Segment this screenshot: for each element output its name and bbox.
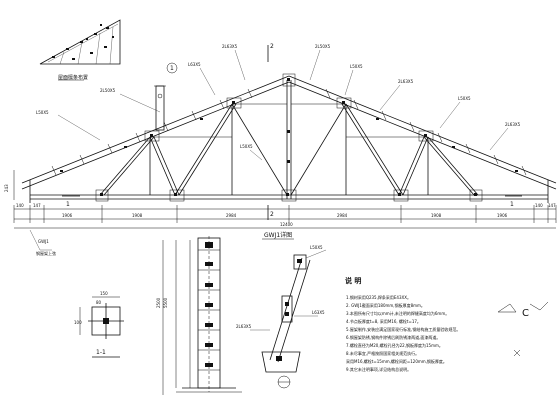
section-mark-1-left: 1 (66, 201, 70, 208)
dim-seg-2: 1908 (132, 213, 143, 218)
weld-symbol-letter: C (522, 308, 529, 319)
section-mark-1-right: 1 (510, 201, 514, 208)
member-label-1: L50X5 (36, 110, 49, 115)
dim-seg-1: 1906 (62, 213, 73, 218)
dim-small-3: 140 (535, 203, 543, 208)
notes-block: 说 明 1.钢材采用Q235,焊条采用E43XX。 2. GWJ1截面采用180… (345, 276, 460, 372)
note-line-3: 3.本图所有尺寸均以mm计,未注明的焊缝高度均为6mm。 (346, 310, 449, 316)
note-line-10: 9.其它未注明事项,详见结构总说明。 (346, 366, 411, 372)
note-line-1: 1.钢材采用Q235,焊条采用E43XX。 (346, 294, 411, 300)
dim-small-1: 140 (16, 203, 24, 208)
column-detail: 2500 5500 (156, 236, 242, 395)
dim-small-4: 147 (548, 203, 556, 208)
dim-small-2: 147 (33, 203, 41, 208)
sec11-dim-1: 150 (100, 291, 108, 296)
dim-seg-3: 2984 (226, 213, 237, 218)
column-dim-2: 5500 (163, 297, 168, 308)
roof-inset: 屋面檩条布置 (39, 19, 121, 81)
member-label-10: L50X5 (240, 144, 253, 149)
weld-symbol: C (497, 301, 549, 357)
dim-total-span: 12400 (280, 222, 293, 227)
main-truss: L50X5 2L63X5 2L50X5 L50X5 2L63X5 L63X5 2… (21, 43, 557, 220)
member-label-9: 2L63X5 (505, 122, 521, 127)
sec11-label: 1-1 (96, 349, 106, 356)
section-mark-2-bottom: 2 (270, 211, 274, 218)
notes-title: 说 明 (345, 276, 361, 285)
note-line-4: 4.节点板厚度t=8, 采用M16, 螺栓t=17。 (346, 318, 421, 324)
dimension-lines: 243 140 147 140 147 1906 1908 2984 2984 … (4, 170, 557, 256)
dim-height: 243 (4, 184, 9, 192)
member-label-4: L50X5 (350, 64, 363, 69)
detail-circle (166, 62, 178, 74)
detail-circle-label: 1 (170, 65, 174, 72)
gwj1-label-1: L50X5 (310, 245, 323, 250)
dim-seg-6: 1906 (497, 213, 508, 218)
member-label-3: 2L50X5 (315, 44, 331, 49)
sec11-dim-2: 100 (74, 320, 82, 325)
member-label-2: 2L63X5 (222, 44, 238, 49)
sec11-dim-3: 80 (96, 300, 102, 305)
note-line-7: 7.螺栓直径为M20,螺栓孔径为22,钢板厚度为15mm。 (346, 342, 443, 348)
member-label-7: 2L50X5 (100, 88, 116, 93)
member-label-8: L50X5 (458, 96, 471, 101)
inset-title: 屋面檩条布置 (58, 74, 88, 81)
note-line-9: 采用M16,螺栓t=15mm,螺栓间距=120mm,钢板厚度。 (346, 358, 447, 364)
bottom-note-chord: 钢屋架上弦 (36, 250, 56, 256)
bottom-note-gwj: GWJ1 (38, 239, 49, 244)
member-label-6: L63X5 (188, 62, 201, 67)
note-line-6: 6.钢屋架防锈,钢构件除锈后刷防锈漆两道,面漆两道。 (346, 334, 440, 340)
dim-seg-5: 1908 (431, 213, 442, 218)
note-line-8: 8.未尽事宜,严格按照国家相关规范执行。 (346, 350, 419, 356)
note-line-2: 2. GWJ1截面采用180mm,钢板厚度8mm。 (346, 302, 425, 308)
member-label-5: 2L63X5 (398, 79, 414, 84)
section-marks: 2 2 1 1 (62, 43, 522, 220)
dim-seg-4: 2984 (337, 213, 348, 218)
gwj1-title: GWJ1详图 (264, 231, 292, 239)
gwj1-label-3: 2L63X5 (236, 324, 252, 329)
gwj1-label-2: L63X5 (312, 310, 325, 315)
gwj1-detail: GWJ1详图 L50X5 L63X5 2L63X5 (236, 231, 327, 389)
section-mark-2-top: 2 (270, 43, 274, 50)
column-dim-1: 2500 (156, 297, 161, 308)
section-1-1: 150 100 80 1-1 (74, 291, 124, 358)
note-line-5: 5.屋架制作,安装应满足国家现行标准,钢结构施工质量验收规范。 (346, 326, 460, 332)
